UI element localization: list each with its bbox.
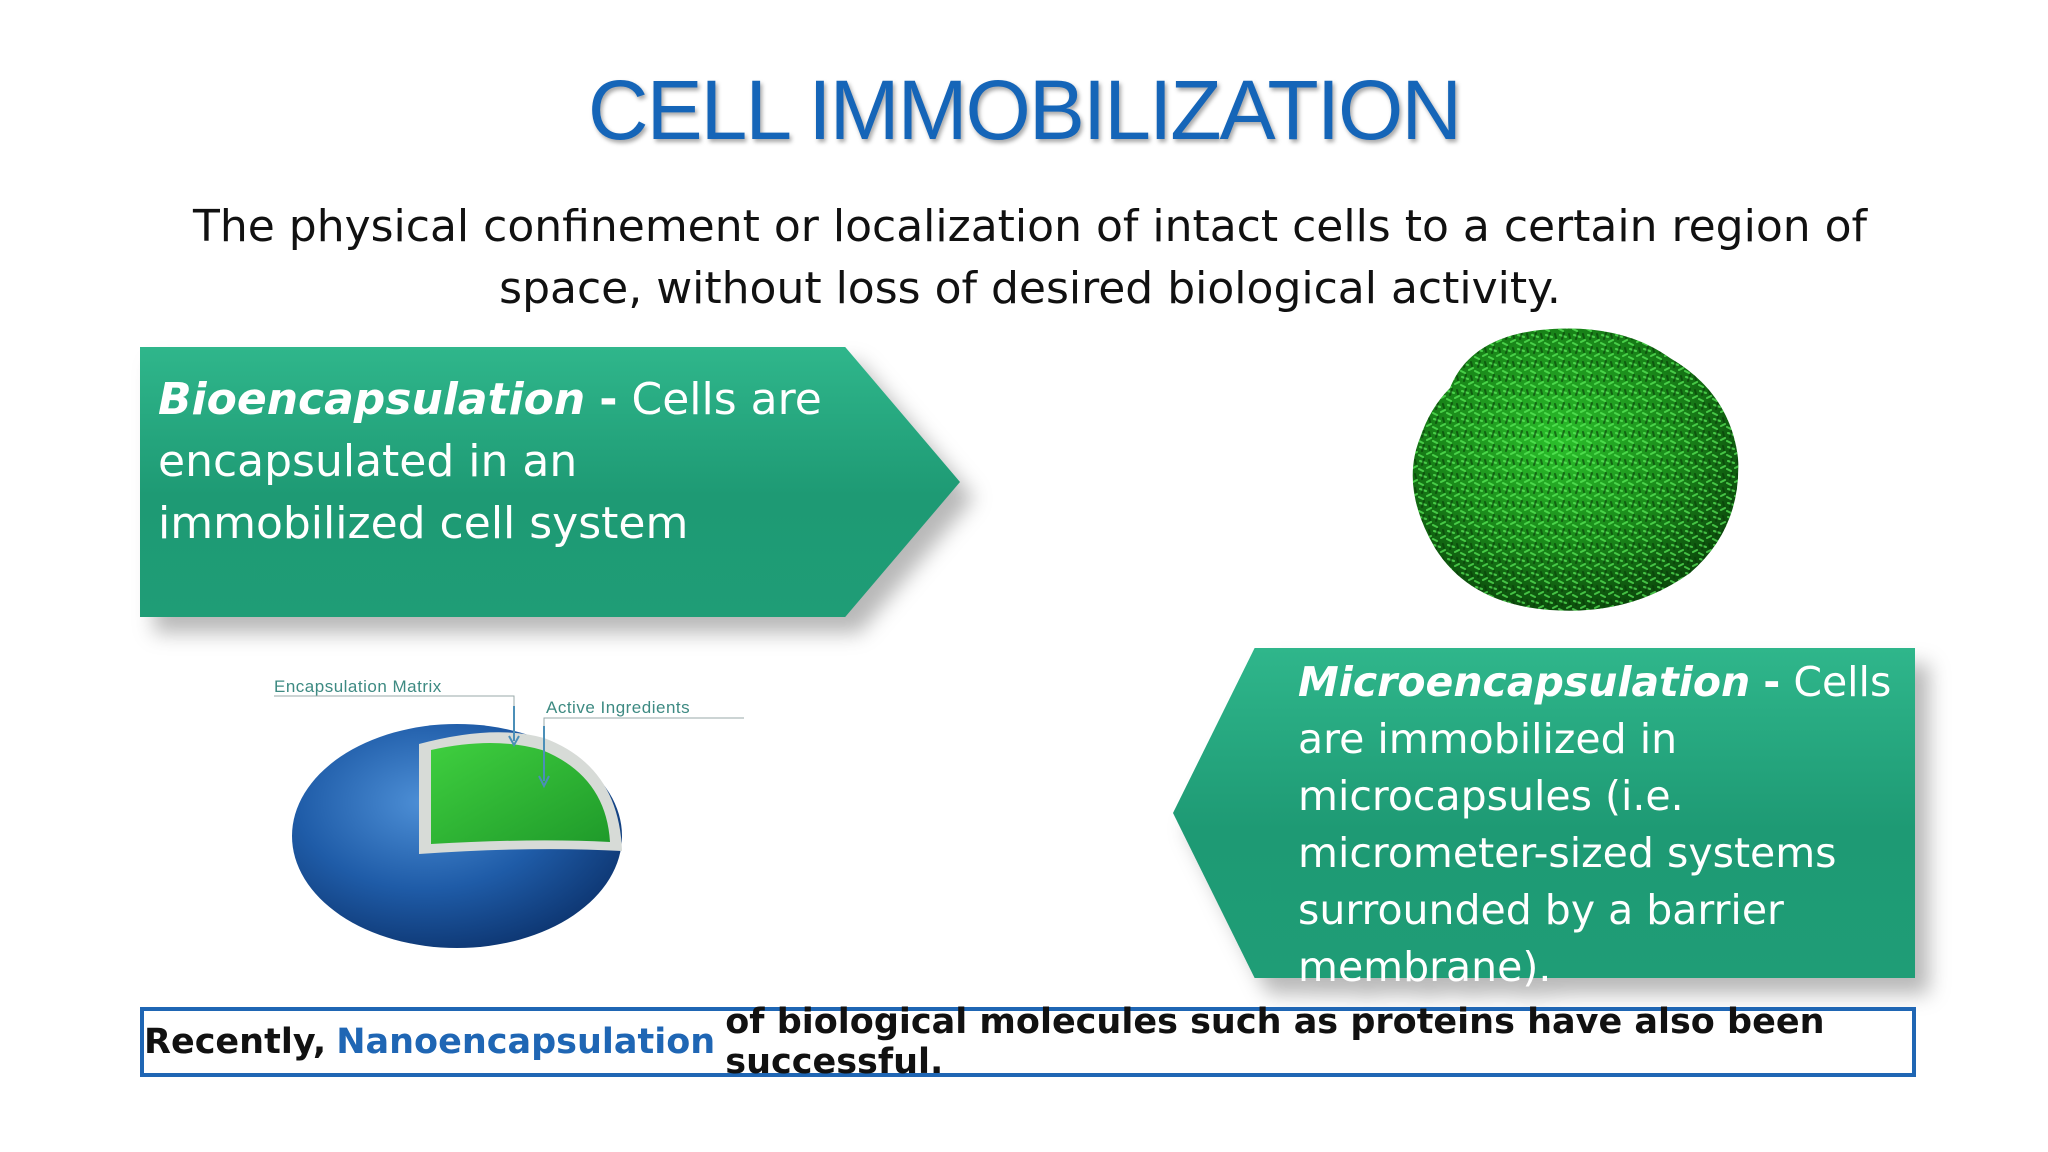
footer-highlight-term: Nanoencapsulation [336,1022,716,1062]
microencapsulation-term: Microencapsulation [1298,658,1751,706]
bioencapsulation-term: Bioencapsulation [158,374,586,425]
microencapsulation-arrow-box: Microencapsulation - Cells are immobiliz… [1173,648,1915,991]
bioencapsulation-description: Cells are encapsulated in an immobilized… [158,374,822,549]
encapsulation-diagram [274,695,744,948]
definition-text: The physical confinement or localization… [192,201,1868,314]
microencapsulation-text: Microencapsulation - Cells are immobiliz… [1298,654,1908,996]
bioencapsulation-separator: - [599,374,618,425]
microencapsulation-separator: - [1763,658,1781,706]
bioencapsulation-text: Bioencapsulation - Cells are encapsulate… [158,369,858,555]
cell-cluster-image [1412,328,1739,611]
footer-after: of biological molecules such as proteins… [725,1002,1825,1082]
diagram-label-matrix: Encapsulation Matrix [274,677,442,696]
footer-before: Recently, [144,1022,327,1062]
slide-title: CELL IMMOBILIZATION [587,63,1462,157]
microencapsulation-description: Cells are immobilized in microcapsules (… [1298,658,1892,991]
diagram-label-active: Active Ingredients [546,698,691,717]
footer-note: Recently, Nanoencapsulation of biologica… [140,1002,1916,1082]
arrow-right-shape [140,347,960,617]
arrow-left-shape [1173,648,1915,978]
bioencapsulation-arrow-box: Bioencapsulation - Cells are encapsulate… [140,347,960,617]
